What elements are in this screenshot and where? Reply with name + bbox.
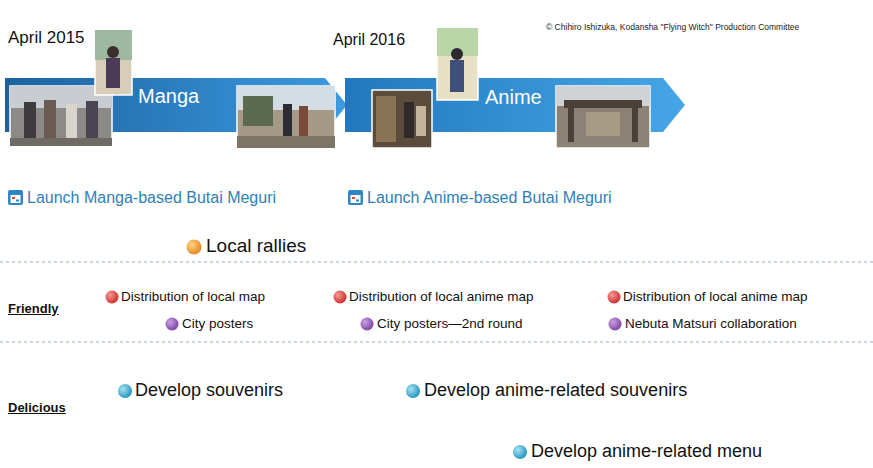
bullet-dot — [334, 291, 347, 304]
milestone-label: Launch Manga-based Butai Meguri — [27, 188, 276, 207]
phase-title: Manga — [138, 85, 199, 108]
bullet-dot — [513, 445, 527, 459]
calendar-icon — [348, 190, 363, 205]
bullet-dot — [608, 291, 621, 304]
bullet-dot — [118, 384, 132, 398]
category-heading: Delicious — [8, 400, 66, 416]
bullet-dot — [361, 318, 374, 331]
bullet-dot — [187, 240, 202, 255]
photo — [437, 28, 478, 100]
separator-line — [0, 261, 873, 263]
phase-title: Anime — [485, 86, 542, 109]
milestone-label: Launch Anime-based Butai Meguri — [367, 188, 612, 207]
photo — [95, 30, 132, 95]
bullet-dot — [106, 291, 119, 304]
separator-line — [0, 341, 873, 343]
date-label: April 2016 — [333, 30, 405, 49]
activity-label: Local rallies — [206, 235, 306, 258]
photo — [237, 86, 335, 148]
photo — [372, 90, 432, 148]
photo — [556, 86, 650, 148]
activity-label: Develop anime-related menu — [531, 441, 762, 463]
timeline-arrow: Anime — [345, 78, 685, 132]
activity-label: Develop anime-related souvenirs — [424, 380, 687, 402]
activity-label: Distribution of local anime map — [349, 289, 534, 305]
activity-label: Develop souvenirs — [135, 380, 283, 402]
activity-label: Nebuta Matsuri collaboration — [625, 316, 797, 332]
activity-label: Distribution of local anime map — [623, 289, 808, 305]
activity-label: Distribution of local map — [121, 289, 265, 305]
bullet-dot — [609, 318, 622, 331]
bullet-dot — [166, 318, 179, 331]
activity-label: City posters—2nd round — [377, 316, 523, 332]
bullet-dot — [406, 384, 420, 398]
copyright-note: © Chihiro Ishizuka, Kodansha "Flying Wit… — [546, 22, 799, 32]
timeline-arrow: Manga — [5, 78, 347, 132]
date-label: April 2015 — [8, 28, 85, 48]
category-heading: Friendly — [8, 301, 59, 317]
activity-label: City posters — [182, 316, 253, 332]
calendar-icon — [8, 190, 23, 205]
